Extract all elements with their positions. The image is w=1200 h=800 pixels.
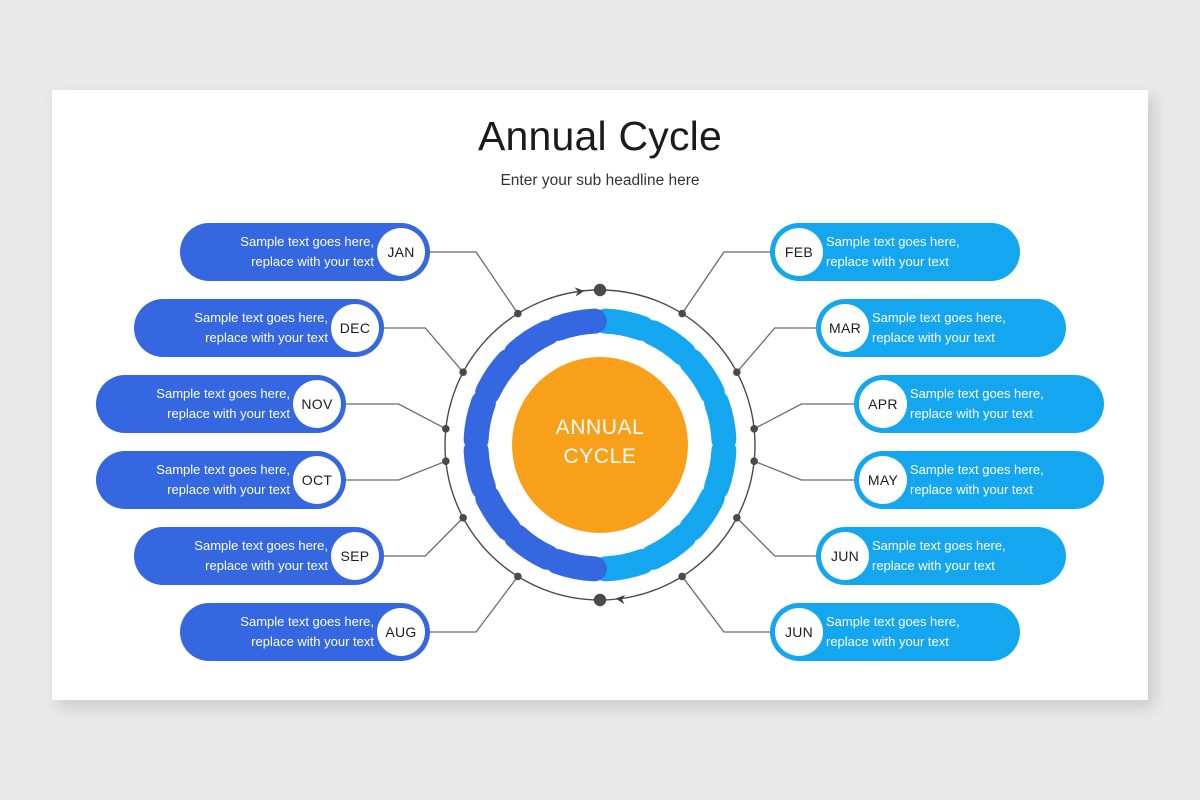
month-pill-oct-left-3[interactable]: Sample text goes here, replace with your … xyxy=(96,451,346,509)
pill-text-line1: Sample text goes here, xyxy=(156,462,290,477)
hub-segments xyxy=(463,308,737,582)
pill-text-line2: replace with your text xyxy=(910,482,1033,497)
pill-text: Sample text goes here, replace with your … xyxy=(240,612,374,652)
pill-text-line2: replace with your text xyxy=(205,330,328,345)
pill-text-line1: Sample text goes here, xyxy=(194,310,328,325)
slide-canvas: Annual Cycle Enter your sub headline her… xyxy=(52,90,1148,700)
hub-segment xyxy=(679,485,725,542)
hub-segment xyxy=(475,348,521,405)
pill-text: Sample text goes here, replace with your … xyxy=(194,308,328,348)
hub-segment xyxy=(704,438,737,500)
hub-segment xyxy=(503,320,560,366)
pill-text-line2: replace with your text xyxy=(826,634,949,649)
month-badge-oct[interactable]: OCT xyxy=(293,456,341,504)
pill-text-line2: replace with your text xyxy=(205,558,328,573)
hub-segment xyxy=(475,485,521,542)
month-pill-apr-right-2[interactable]: Sample text goes here, replace with your … xyxy=(854,375,1104,433)
pill-text-line1: Sample text goes here, xyxy=(910,386,1044,401)
hub-label-line1: ANNUAL xyxy=(555,416,645,439)
pill-text: Sample text goes here, replace with your … xyxy=(872,308,1006,348)
month-badge-jun[interactable]: JUN xyxy=(821,532,869,580)
hub-segment xyxy=(545,308,607,341)
pill-text-line2: replace with your text xyxy=(872,330,995,345)
hub-segment xyxy=(640,524,697,570)
hub-segment xyxy=(593,308,655,341)
pill-text: Sample text goes here, replace with your … xyxy=(826,232,960,272)
pill-text: Sample text goes here, replace with your … xyxy=(872,536,1006,576)
month-badge-sep[interactable]: SEP xyxy=(331,532,379,580)
pill-text-line1: Sample text goes here, xyxy=(910,462,1044,477)
month-pill-nov-left-2[interactable]: Sample text goes here, replace with your … xyxy=(96,375,346,433)
pill-text: Sample text goes here, replace with your … xyxy=(826,612,960,652)
pill-text: Sample text goes here, replace with your … xyxy=(156,384,290,424)
hub-segment xyxy=(463,438,496,500)
pill-text-line1: Sample text goes here, xyxy=(240,234,374,249)
hub-segment xyxy=(545,549,607,582)
pill-text-line1: Sample text goes here, xyxy=(872,538,1006,553)
pill-text-line2: replace with your text xyxy=(826,254,949,269)
month-badge-nov[interactable]: NOV xyxy=(293,380,341,428)
month-pill-may-right-3[interactable]: Sample text goes here, replace with your … xyxy=(854,451,1104,509)
hub-segment xyxy=(640,320,697,366)
pill-text: Sample text goes here, replace with your … xyxy=(910,460,1044,500)
pill-text-line1: Sample text goes here, xyxy=(156,386,290,401)
page-title: Annual Cycle xyxy=(478,113,722,159)
pill-text-line1: Sample text goes here, xyxy=(194,538,328,553)
month-badge-feb[interactable]: FEB xyxy=(775,228,823,276)
hub-center-disc xyxy=(512,357,688,533)
month-badge-apr[interactable]: APR xyxy=(859,380,907,428)
pill-text-line2: replace with your text xyxy=(872,558,995,573)
pill-text: Sample text goes here, replace with your … xyxy=(240,232,374,272)
pill-text-line1: Sample text goes here, xyxy=(826,614,960,629)
hub-segment xyxy=(704,390,737,452)
hub-segment xyxy=(503,524,560,570)
month-badge-jun[interactable]: JUN xyxy=(775,608,823,656)
pill-text-line2: replace with your text xyxy=(251,634,374,649)
month-pill-aug-left-5[interactable]: Sample text goes here, replace with your … xyxy=(180,603,430,661)
hub-ring-graphic xyxy=(444,289,756,601)
pill-text-line2: replace with your text xyxy=(167,406,290,421)
pill-text-line2: replace with your text xyxy=(251,254,374,269)
month-pill-feb-right-0[interactable]: Sample text goes here, replace with your … xyxy=(770,223,1020,281)
month-pill-mar-right-1[interactable]: Sample text goes here, replace with your … xyxy=(816,299,1066,357)
month-pill-jun-right-5[interactable]: Sample text goes here, replace with your … xyxy=(770,603,1020,661)
pill-text: Sample text goes here, replace with your … xyxy=(156,460,290,500)
pill-text-line1: Sample text goes here, xyxy=(872,310,1006,325)
month-pill-sep-left-4[interactable]: Sample text goes here, replace with your … xyxy=(134,527,384,585)
month-pill-dec-left-1[interactable]: Sample text goes here, replace with your … xyxy=(134,299,384,357)
pill-text-line1: Sample text goes here, xyxy=(826,234,960,249)
month-badge-may[interactable]: MAY xyxy=(859,456,907,504)
hub-label-line2: CYCLE xyxy=(563,445,637,468)
month-pill-jun-right-4[interactable]: Sample text goes here, replace with your … xyxy=(816,527,1066,585)
pill-text: Sample text goes here, replace with your … xyxy=(910,384,1044,424)
page-subtitle: Enter your sub headline here xyxy=(500,172,700,189)
hub-segment xyxy=(463,390,496,452)
pill-text-line1: Sample text goes here, xyxy=(240,614,374,629)
month-badge-mar[interactable]: MAR xyxy=(821,304,869,352)
hub-label: ANNUAL CYCLE xyxy=(500,413,700,471)
pill-text-line2: replace with your text xyxy=(910,406,1033,421)
pill-text: Sample text goes here, replace with your … xyxy=(194,536,328,576)
month-badge-dec[interactable]: DEC xyxy=(331,304,379,352)
hub-segment xyxy=(593,549,655,582)
pill-text-line2: replace with your text xyxy=(167,482,290,497)
month-badge-aug[interactable]: AUG xyxy=(377,608,425,656)
hub-outer-circle xyxy=(444,289,756,601)
month-pill-jan-left-0[interactable]: Sample text goes here, replace with your … xyxy=(180,223,430,281)
month-badge-jan[interactable]: JAN xyxy=(377,228,425,276)
hub-segment xyxy=(679,348,725,405)
